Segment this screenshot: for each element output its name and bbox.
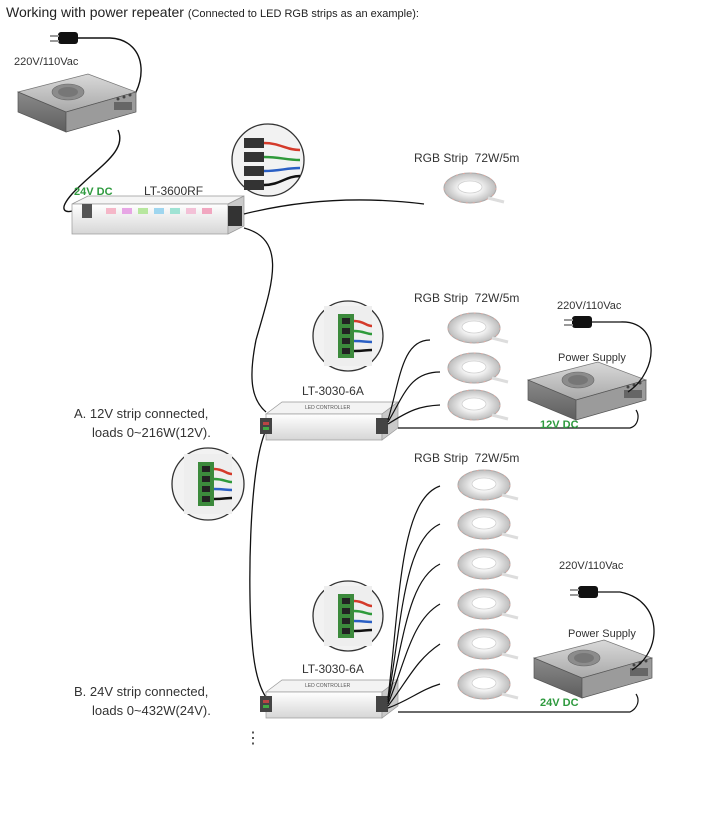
strip-label-top: RGB Strip 72W/5m bbox=[414, 151, 520, 165]
terminal-zoom-b bbox=[312, 580, 384, 652]
power-supply-top bbox=[17, 73, 137, 133]
dc-cable-a bbox=[398, 409, 639, 429]
psu-label-b: Power Supply bbox=[568, 628, 636, 640]
continuation-dots: ⋮ bbox=[245, 730, 261, 747]
dc-label-a: 12V DC bbox=[540, 419, 579, 431]
mains-label-a: 220V/110Vac bbox=[557, 300, 622, 312]
rgb-strip-b4 bbox=[456, 587, 520, 621]
cable-top-strip bbox=[243, 199, 425, 215]
plug-icon bbox=[50, 32, 78, 44]
plug-icon-b bbox=[570, 586, 598, 598]
plug-icon-a bbox=[564, 316, 592, 328]
bus-cable-b bbox=[249, 429, 269, 701]
terminal-zoom-a bbox=[312, 300, 384, 372]
title-main: Working with power repeater bbox=[6, 4, 184, 20]
controller-lt3600rf bbox=[71, 195, 245, 235]
rgb-strip-b1 bbox=[456, 468, 520, 502]
rgb-strip-b6 bbox=[456, 667, 520, 701]
mains-cable-b bbox=[598, 591, 655, 671]
diagram-title: Working with power repeater (Connected t… bbox=[6, 4, 419, 20]
strip-label-a: RGB Strip 72W/5m bbox=[414, 291, 520, 305]
strip-label-b: RGB Strip 72W/5m bbox=[414, 451, 520, 465]
rgb-strip-a2 bbox=[446, 351, 510, 385]
rgb-strip-a3 bbox=[446, 388, 510, 422]
note-b-line2: loads 0~432W(24V). bbox=[92, 703, 211, 718]
terminal-zoom-mid bbox=[171, 447, 245, 521]
rgb-strip-b5 bbox=[456, 627, 520, 661]
repeater-b-model: LT-3030-6A bbox=[302, 662, 364, 676]
note-a-line1: A. 12V strip connected, bbox=[74, 406, 209, 421]
bus-cable-a bbox=[243, 227, 274, 413]
repeater-a-text: LED CONTROLLER bbox=[305, 405, 351, 411]
note-b-line1: B. 24V strip connected, bbox=[74, 684, 209, 699]
psu-label-a: Power Supply bbox=[558, 352, 626, 364]
mains-cable-a bbox=[592, 321, 652, 393]
terminal-zoom-top bbox=[231, 123, 305, 197]
mains-label-b: 220V/110Vac bbox=[559, 560, 624, 572]
rgb-strip-a1 bbox=[446, 311, 510, 345]
repeater-b-text: LED CONTROLLER bbox=[305, 683, 351, 689]
title-sub: (Connected to LED RGB strips as an examp… bbox=[187, 8, 419, 20]
mains-label-top: 220V/110Vac bbox=[14, 56, 79, 68]
rgb-strip-b2 bbox=[456, 507, 520, 541]
dc-label-b: 24V DC bbox=[540, 697, 579, 709]
dc-label-top: 24V DC bbox=[74, 186, 113, 198]
rgb-strip-top bbox=[442, 171, 506, 205]
dc-cable-b bbox=[398, 693, 639, 713]
controller-model: LT-3600RF bbox=[144, 184, 204, 198]
repeater-a-model: LT-3030-6A bbox=[302, 384, 364, 398]
note-a-line2: loads 0~216W(12V). bbox=[92, 425, 211, 440]
rgb-strip-b3 bbox=[456, 547, 520, 581]
dc-cable-top bbox=[63, 129, 121, 213]
